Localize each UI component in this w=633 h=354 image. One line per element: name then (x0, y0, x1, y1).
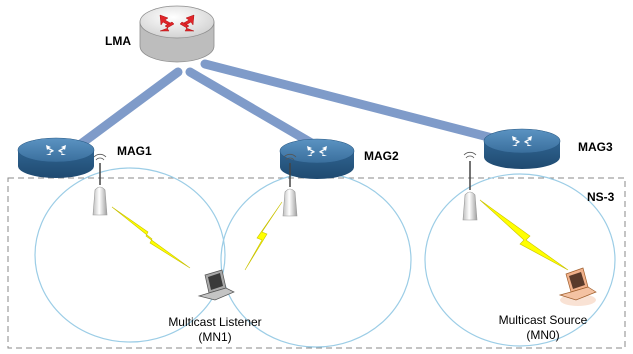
link-lma-mag1 (65, 67, 183, 157)
mag3-coverage-circle (424, 173, 616, 347)
mag1-router-icon (17, 137, 95, 178)
wireless-links (111, 199, 569, 271)
mag3-mn0-wireless-bolt (479, 199, 569, 271)
mag2-router-icon (279, 138, 355, 179)
mag2-mn1-wireless-bolt (244, 201, 283, 271)
mag1-mn1-wireless-bolt (111, 206, 191, 269)
link-lma-mag2 (185, 67, 325, 153)
mag1-access-point-icon (92, 153, 108, 216)
mag2-label: MAG2 (364, 149, 399, 163)
lma-router-icon (139, 5, 215, 63)
link-lma-mag3 (200, 59, 505, 145)
mag3-access-point-icon (462, 151, 478, 221)
mag3-router-icon (483, 128, 561, 169)
mn1-name-label: Multicast Listener (168, 315, 262, 329)
mag3-label: MAG3 (578, 140, 613, 154)
lma-label: LMA (105, 34, 131, 48)
mn0-name-label: Multicast Source (498, 313, 588, 327)
mag1-label: MAG1 (117, 144, 152, 158)
mn0-laptop-icon (558, 267, 597, 306)
mag1-coverage-circle (34, 167, 226, 343)
ns3-region-border (7, 177, 626, 349)
backbone-links (65, 59, 505, 157)
mn1-id-label: (MN1) (198, 330, 232, 344)
mn1-laptop-icon (197, 269, 235, 301)
ns3-region-label: NS-3 (587, 190, 615, 204)
coverage-areas (34, 167, 616, 348)
mag2-access-point-icon (282, 153, 298, 217)
mn0-id-label: (MN0) (526, 328, 560, 342)
